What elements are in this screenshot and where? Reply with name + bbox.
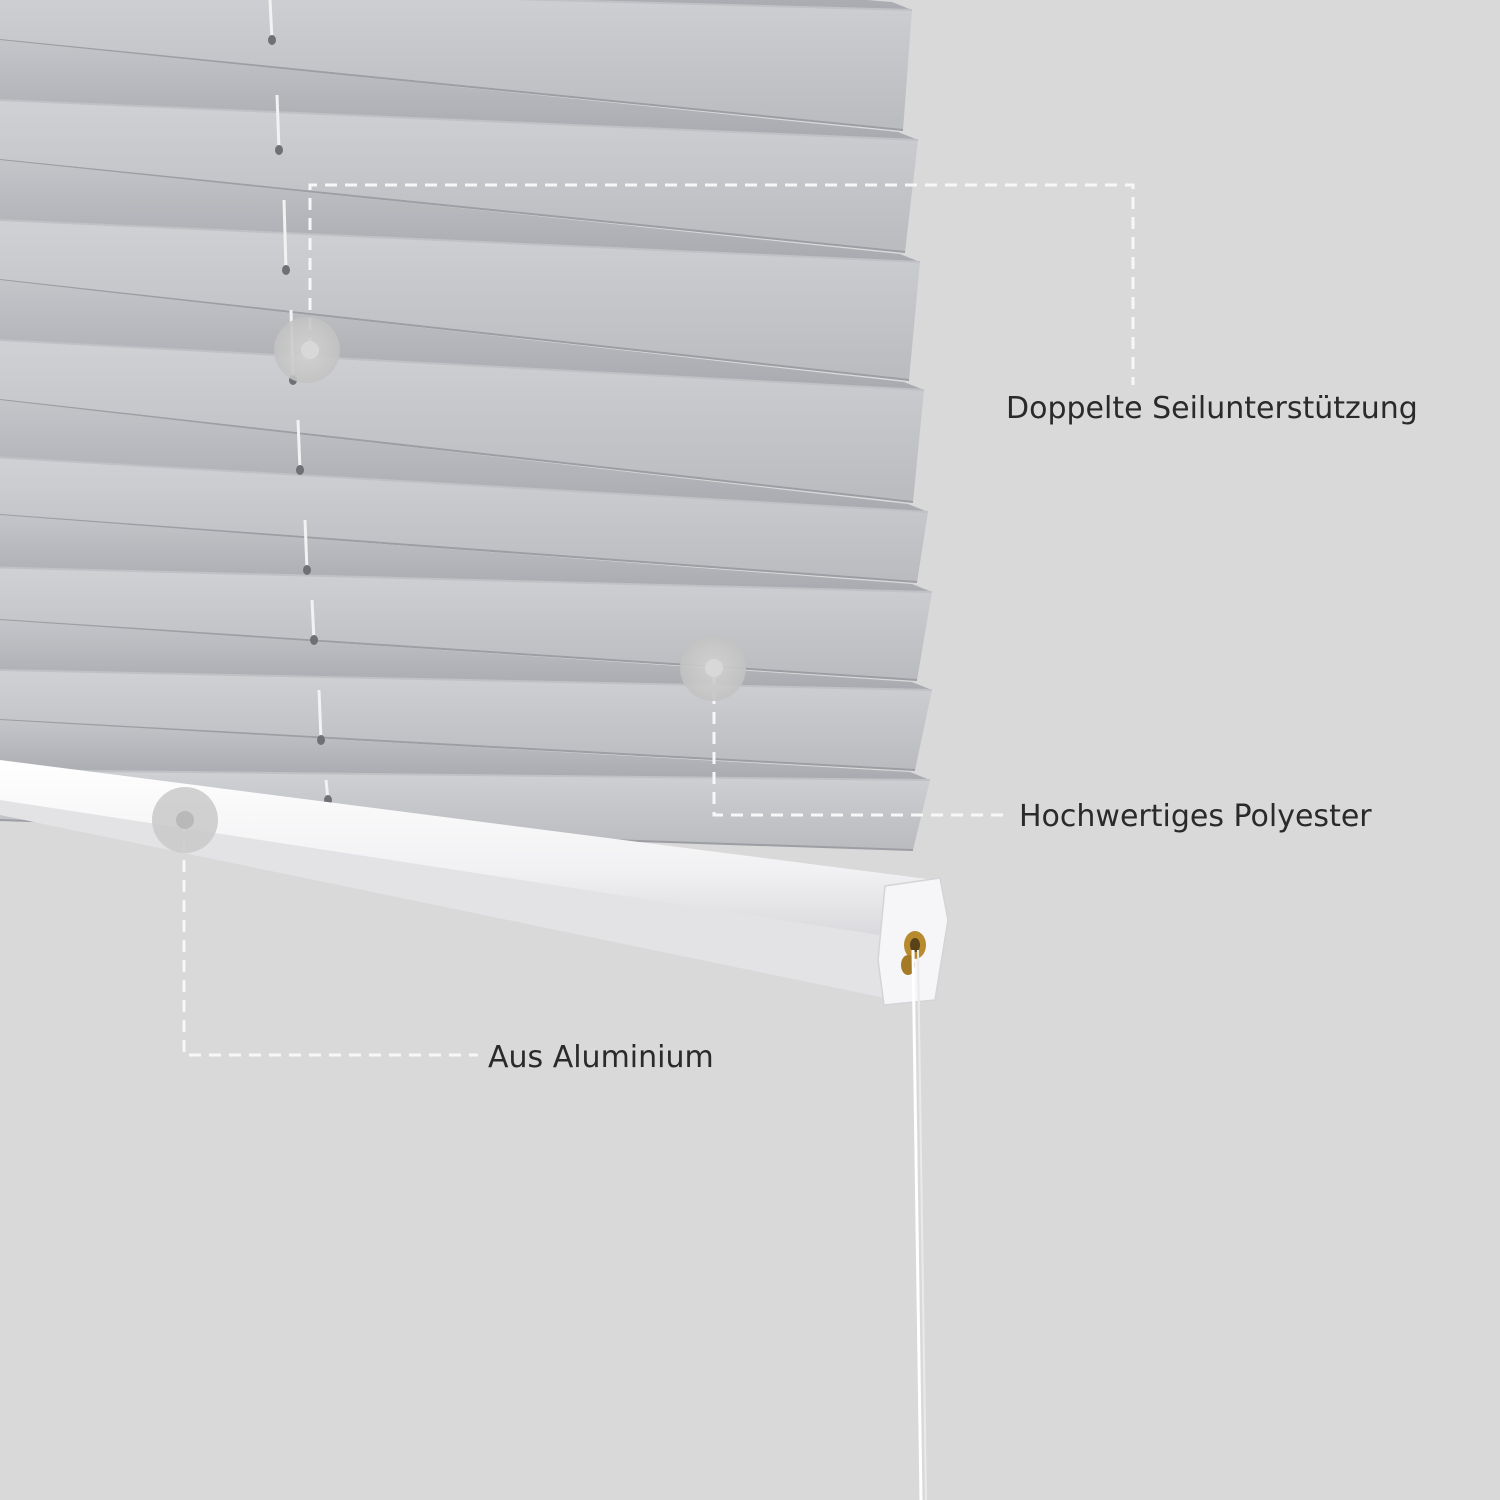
pleat-crease: [0, 456, 929, 513]
pleat-edge: [0, 39, 904, 131]
pleat-crease: [0, 339, 925, 391]
cord-segment: [268, 0, 274, 41]
rope-support-label: Doppelte Seilunterstützung: [1006, 391, 1418, 426]
pleat-crease: [0, 566, 933, 593]
pleat-crease: [510, 0, 913, 11]
cord-hole: [310, 635, 318, 645]
pleat-lower-face: [0, 0, 912, 130]
pleat-upper-face: [0, 160, 920, 262]
cord-hole: [317, 735, 325, 745]
pleat-edge: [0, 619, 918, 681]
aluminium-callout-line: [182, 820, 478, 1057]
pleat-upper-face: [0, 280, 924, 390]
polyester-callout-line: [712, 672, 1005, 817]
support-cords: [268, 0, 332, 805]
pleat-edge: [0, 159, 906, 253]
pleat-edge: [0, 279, 910, 381]
pleat-edge: [0, 399, 914, 503]
blind-pleats: [0, 0, 933, 851]
rope-callout-line: [308, 183, 1135, 385]
marker-rope: [274, 317, 340, 383]
cord-hole: [296, 465, 304, 475]
cord-segment: [310, 599, 316, 641]
cord-hole: [282, 265, 290, 275]
pull-cord[interactable]: [911, 949, 927, 1500]
cord-segment: [303, 519, 309, 571]
pleat-lower-face: [0, 340, 924, 502]
pleat-lower-face: [0, 457, 928, 582]
marker-aluminium: [152, 787, 218, 853]
pleat-upper-face: [0, 720, 930, 780]
cord-hole: [268, 35, 276, 45]
polyester-label: Hochwertiges Polyester: [1019, 799, 1372, 834]
callout-lines: [182, 183, 1135, 1057]
pleat-upper-face: [0, 400, 928, 512]
cord-hole: [275, 145, 283, 155]
pleat-upper-face: [0, 40, 918, 140]
pleat-lower-face: [0, 100, 918, 252]
bottom-rail: [0, 760, 949, 1006]
pleat-edge: [0, 514, 918, 583]
pleat-crease: [0, 99, 919, 141]
cord-segment: [282, 199, 288, 271]
pleat-lower-face: [0, 220, 920, 380]
pleat-crease: [0, 669, 933, 691]
marker-polyester: [680, 635, 746, 701]
cord-segment: [275, 94, 281, 151]
cord-segment: [296, 419, 302, 471]
aluminium-label: Aus Aluminium: [488, 1040, 714, 1075]
pleat-crease: [0, 769, 931, 781]
pleat-edge: [0, 719, 916, 771]
cord-hole: [303, 565, 311, 575]
pleat-crease: [0, 219, 921, 263]
cord-segment: [317, 689, 323, 741]
